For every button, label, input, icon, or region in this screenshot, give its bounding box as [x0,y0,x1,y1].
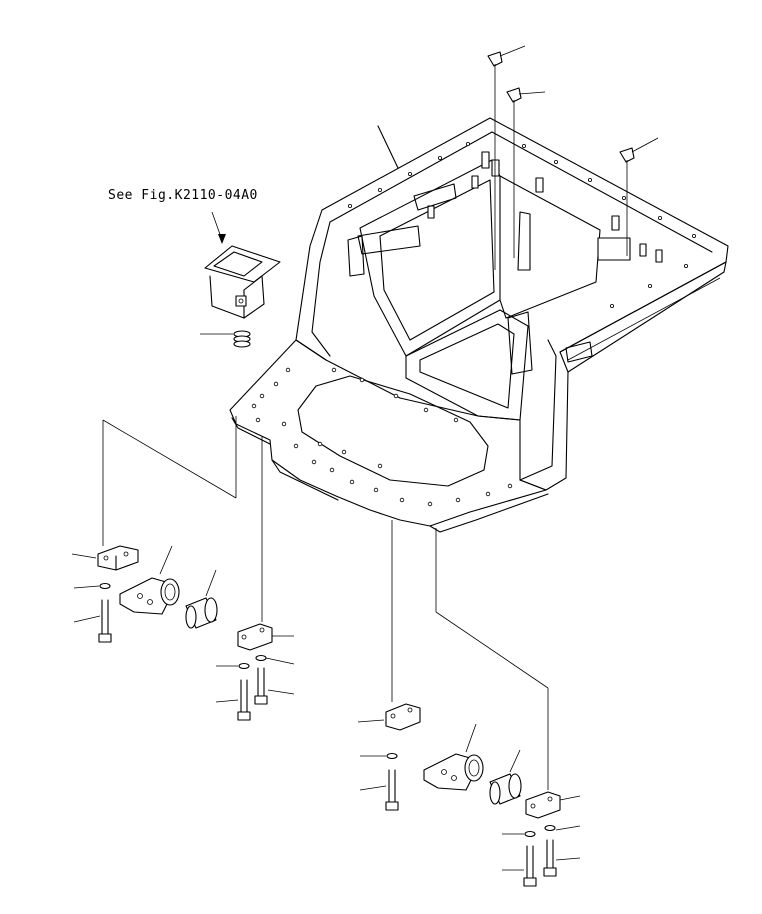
right-mount-assembly [357,520,581,887]
top-caps [487,45,659,270]
coil-spring [233,330,251,348]
see-figure-reference: See Fig.K2110-04A0 [108,188,258,203]
floor-holes [251,367,513,507]
left-mount-assembly [71,416,295,721]
cab-frame [229,117,729,533]
mount-box-assembly [200,211,281,348]
rim-holes [347,141,697,308]
